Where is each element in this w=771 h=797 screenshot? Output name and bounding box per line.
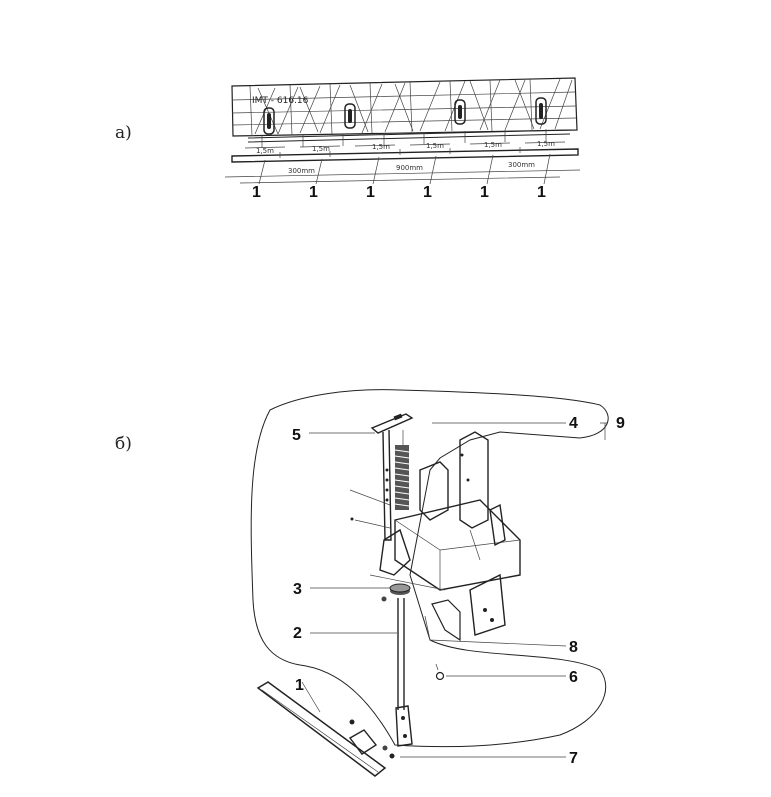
callout-a-6: 1 [537, 184, 546, 201]
spacing-label-2: 1,5m [312, 145, 330, 153]
hitch-frame [349, 431, 521, 636]
pin [389, 753, 395, 759]
assembly-outline [250, 389, 609, 748]
callout-5: 5 [292, 427, 301, 444]
mm-label-1: 300mm [288, 167, 315, 175]
nut [381, 583, 411, 602]
spacing-label-3: 1,5m [372, 143, 390, 151]
callout-a-4: 1 [423, 184, 432, 201]
spacing-label-6: 1,5m [537, 140, 555, 148]
callout-3: 3 [293, 581, 302, 598]
spring [394, 430, 410, 510]
callout-8: 8 [569, 639, 578, 656]
leader-lines [301, 422, 608, 758]
guide-plate [431, 599, 461, 642]
callout-1: 1 [295, 677, 304, 694]
callout-4: 4 [569, 415, 578, 432]
mm-label-2: 900mm [396, 164, 423, 172]
harrow-bar [256, 681, 388, 777]
callout-2: 2 [293, 625, 302, 642]
callout-a-3: 1 [366, 184, 375, 201]
callout-6: 6 [569, 669, 578, 686]
spacing-label-1: 1,5m [256, 147, 274, 155]
threaded-rod [395, 598, 413, 747]
callout-a-2: 1 [309, 184, 318, 201]
mm-label-3: 300mm [508, 161, 535, 169]
spacing-label-4: 1,5m [426, 142, 444, 150]
harrow-frame-drawing [224, 77, 581, 184]
bolt [435, 663, 445, 681]
section-b-label: б) [115, 434, 132, 454]
callout-9: 9 [616, 415, 625, 432]
section-a-label: a) [115, 123, 132, 143]
callout-7: 7 [569, 750, 578, 767]
spacing-label-5: 1,5m [484, 141, 502, 149]
callout-a-1: 1 [252, 184, 261, 201]
adjusting-handle [370, 413, 414, 541]
model-label: IMT - 616.16 [252, 96, 309, 106]
callout-a-5: 1 [480, 184, 489, 201]
